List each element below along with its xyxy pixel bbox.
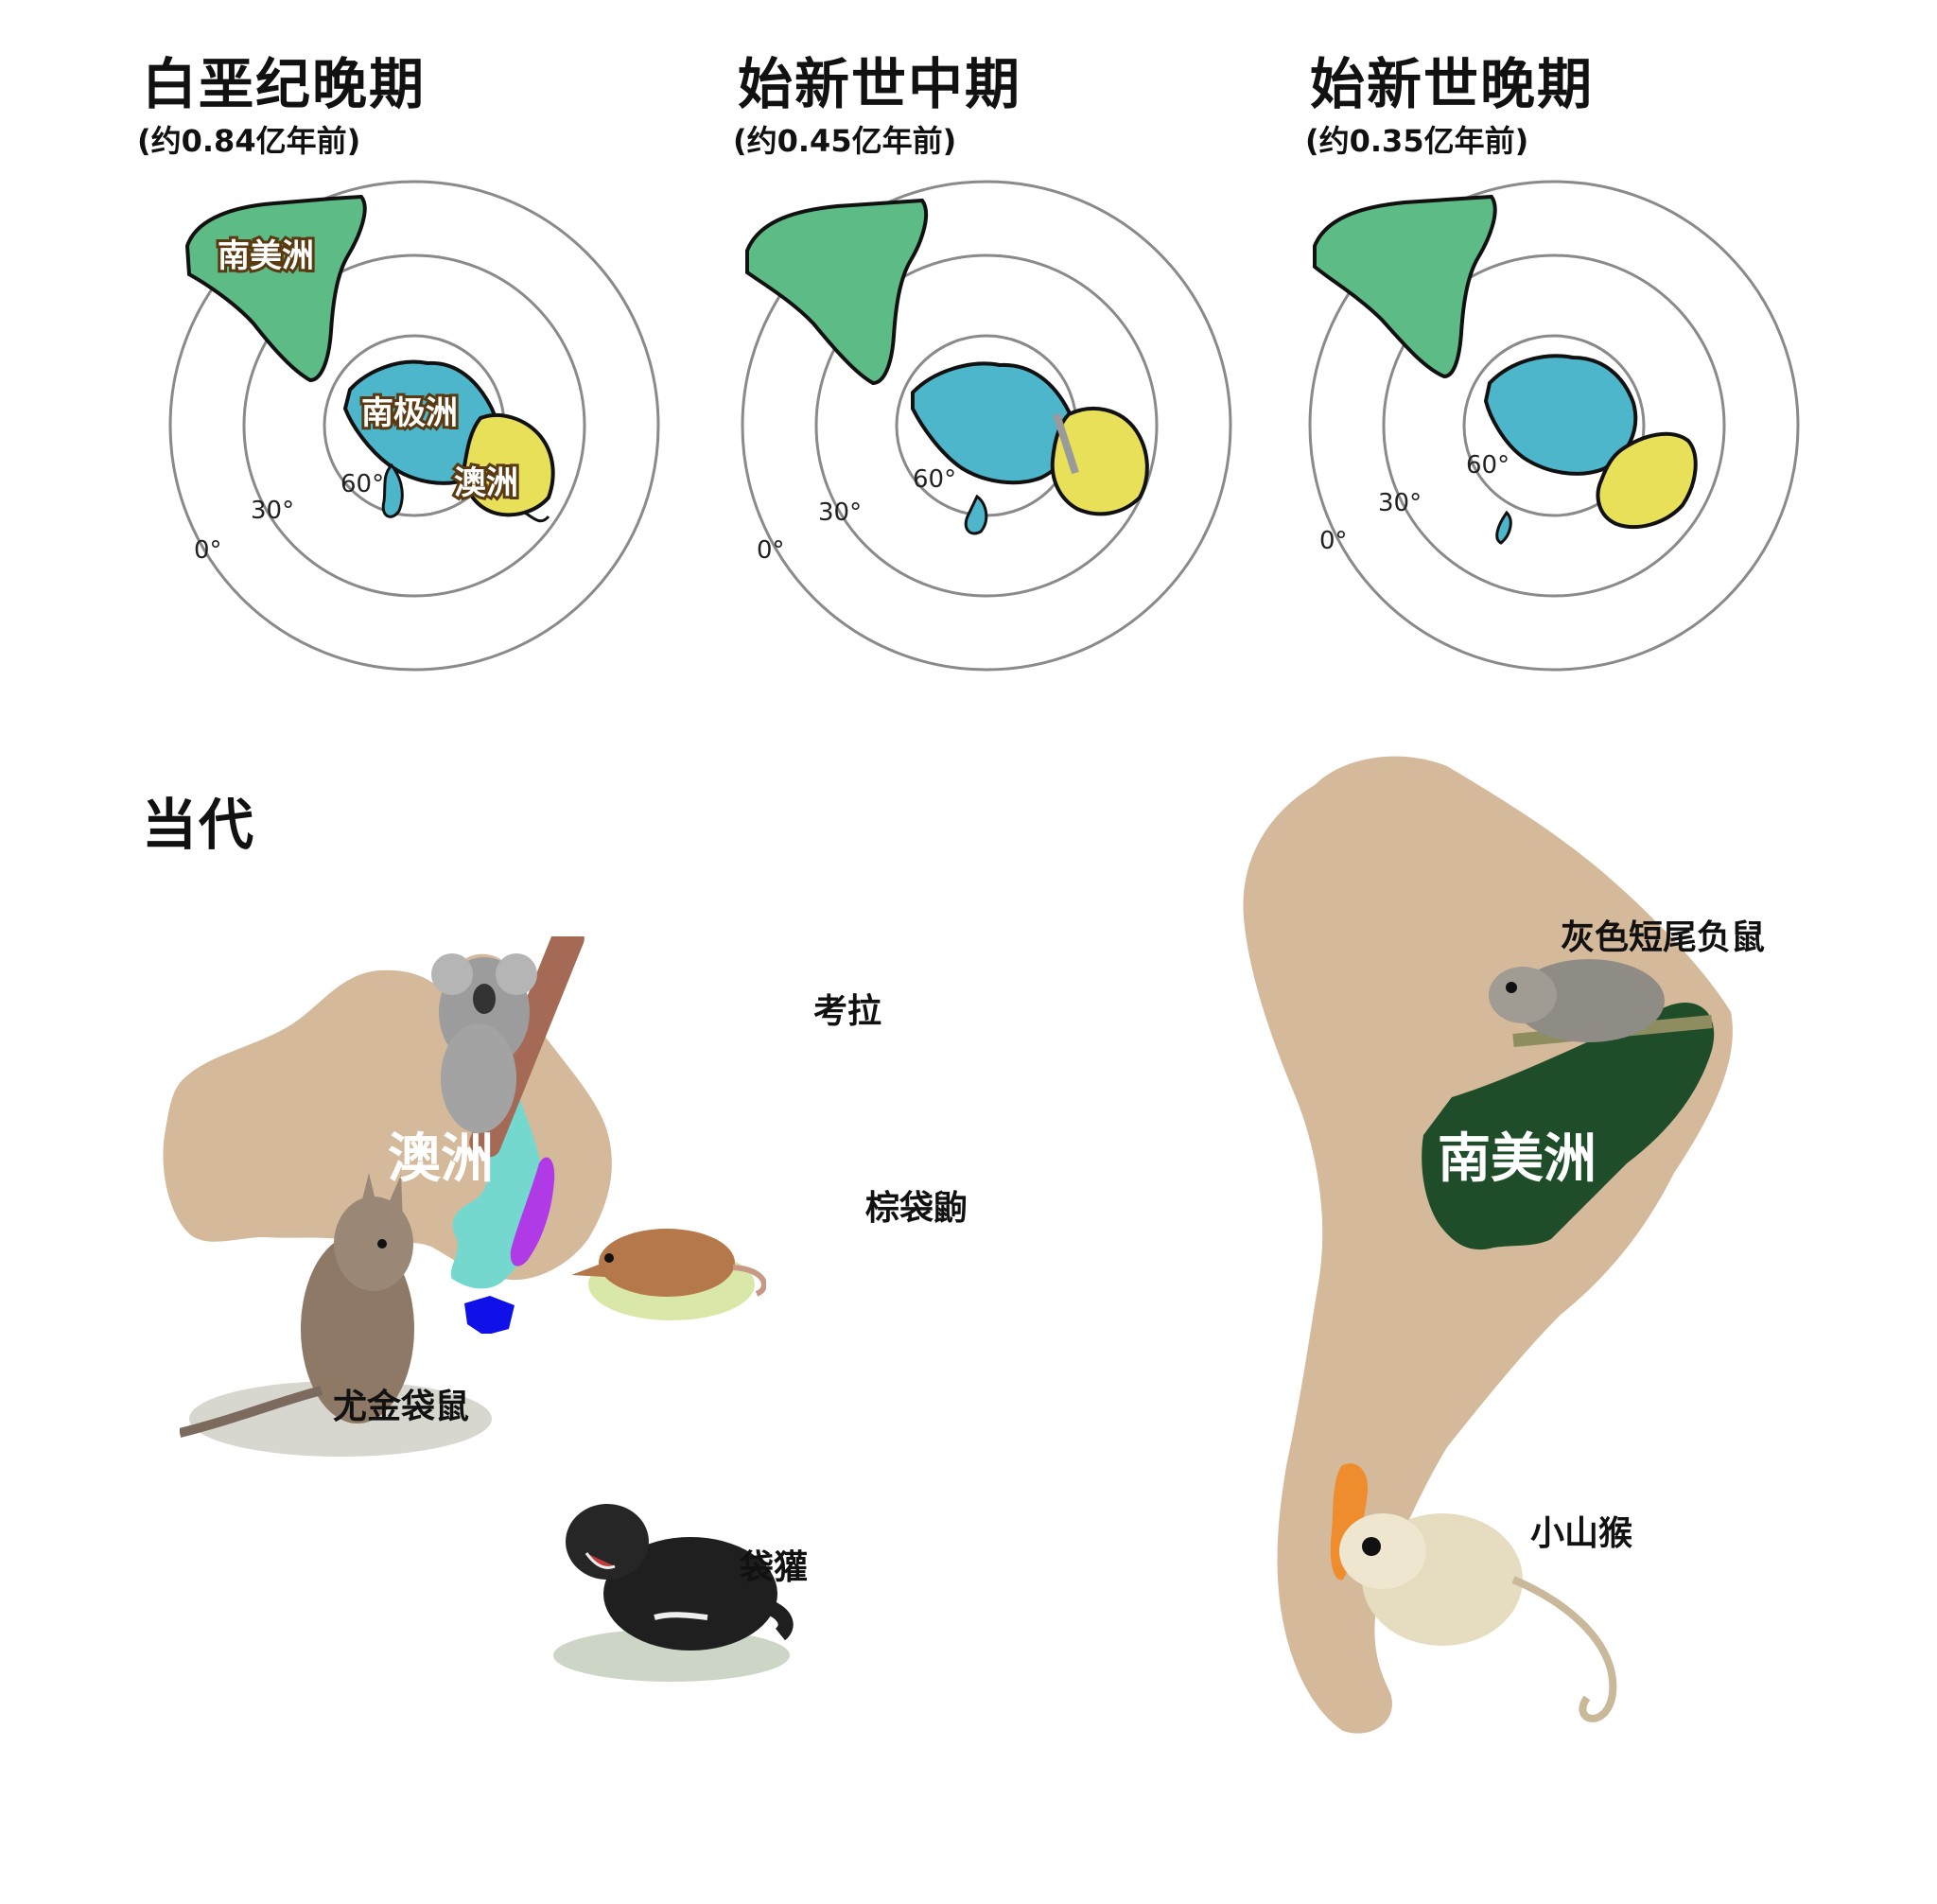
- antarctic-peninsula: [1495, 510, 1512, 545]
- species-label-devil: 袋獾: [740, 1548, 809, 1587]
- south-america-landmass: [1313, 194, 1497, 379]
- monito-illustration: [1339, 1513, 1617, 1722]
- south-america-landmass: [745, 198, 928, 386]
- lat-label-60: 60°: [1466, 451, 1509, 480]
- latitude-ring-30: [242, 253, 586, 598]
- species-label-opossum: 灰色短尾负鼠: [1561, 918, 1766, 957]
- period-title-2: 始新世中期: [738, 52, 1022, 116]
- lat-label-30: 30°: [251, 497, 294, 525]
- latitude-ring-30: [1382, 253, 1726, 598]
- lat-label-60: 60°: [340, 470, 384, 498]
- label-antarctica: 南极洲: [361, 394, 458, 432]
- latitude-ring-30: [814, 253, 1159, 598]
- australia-landmass: [1596, 431, 1698, 529]
- label-australia-present: 澳洲: [388, 1128, 494, 1190]
- label-south-america: 南美洲: [218, 237, 314, 275]
- species-label-monito: 小山猴: [1530, 1514, 1633, 1553]
- period-title-1: 白垩纪晚期: [142, 52, 427, 116]
- latitude-ring-0: [1308, 180, 1800, 672]
- latitude-ring-0: [168, 180, 660, 672]
- lat-label-60: 60°: [913, 465, 956, 494]
- present-australia-map: [163, 936, 766, 1334]
- opossum-illustration: [1489, 959, 1713, 1047]
- paleo-map-middle-eocene: 60° 30° 0°: [741, 180, 1232, 672]
- present-south-america-map: [1243, 756, 1733, 1734]
- opossum-range: [1422, 1003, 1715, 1250]
- devil-range: [464, 1296, 515, 1334]
- species-label-antechinus: 棕袋鼩: [865, 1189, 968, 1228]
- lat-label-30: 30°: [1378, 489, 1422, 517]
- australia-landmass: [461, 412, 555, 517]
- paleo-map-late-cretaceous: 60° 30° 0° 南美洲 南极洲 澳洲: [168, 180, 660, 672]
- label-south-america-present: 南美洲: [1438, 1128, 1597, 1190]
- paleo-map-late-eocene: 60° 30° 0°: [1308, 180, 1800, 672]
- latitude-ring-60: [1462, 334, 1646, 517]
- lat-label-0: 0°: [1319, 527, 1348, 555]
- antarctic-peninsula: [381, 463, 404, 518]
- species-label-wallaby: 尤金袋鼠: [333, 1388, 470, 1426]
- period-subtitle-3: (约0.35亿年前): [1305, 123, 1529, 159]
- lat-label-30: 30°: [818, 498, 862, 527]
- wallaby-illustration: [180, 1173, 492, 1457]
- antechinus-range: [510, 1157, 555, 1266]
- present-title: 当代: [142, 793, 256, 857]
- koala-illustration: [431, 936, 585, 1158]
- label-australia: 澳洲: [454, 464, 518, 502]
- south-america-landmass: [184, 194, 367, 383]
- lat-label-0: 0°: [757, 536, 785, 565]
- antarctica-landmass: [1483, 354, 1638, 476]
- antarctic-peninsula: [964, 494, 988, 535]
- period-subtitle-1: (约0.84亿年前): [137, 123, 361, 159]
- antechinus-illustration: [571, 1229, 766, 1320]
- period-subtitle-2: (约0.45亿年前): [733, 123, 957, 159]
- period-title-3: 始新世晚期: [1310, 52, 1595, 116]
- species-label-koala: 考拉: [813, 992, 882, 1031]
- lat-label-0: 0°: [194, 536, 222, 565]
- australia-landmass: [1050, 407, 1149, 516]
- latitude-ring-0: [741, 180, 1232, 672]
- tasmanian-devil-illustration: [553, 1504, 794, 1682]
